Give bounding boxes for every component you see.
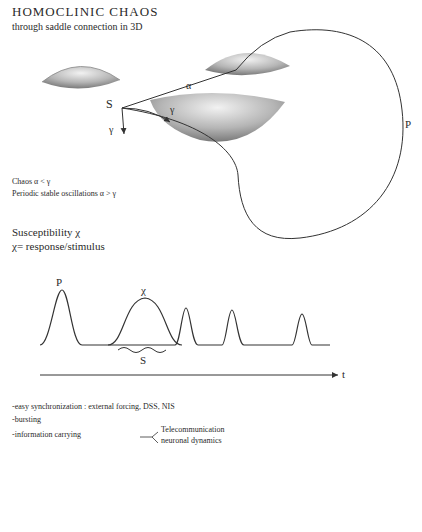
point-label: S	[106, 98, 113, 111]
title: HOMOCLINIC CHAOS	[12, 5, 158, 19]
bracket	[140, 432, 158, 443]
note: -bursting	[12, 416, 41, 425]
axis-label: t	[342, 368, 345, 380]
trace-label: χ	[141, 284, 146, 296]
manifold-bowl	[150, 93, 285, 142]
homoclinic-orbit	[122, 30, 403, 239]
orbit-label: P	[405, 118, 411, 130]
heading: Susceptibility χ	[12, 226, 80, 238]
stable-direction	[122, 108, 170, 122]
subtitle: through saddle connection in 3D	[12, 21, 143, 32]
susceptibility-trace	[108, 298, 182, 345]
angle-label: γ	[109, 124, 113, 135]
trace-label: P	[56, 276, 62, 288]
bowl-rim	[42, 66, 120, 82]
note: -information carrying	[12, 431, 81, 440]
angle-label: α	[186, 80, 191, 91]
formula: χ= response/stimulus	[12, 240, 105, 252]
saddle-trace	[118, 348, 166, 353]
signal-trace	[40, 290, 330, 345]
note: Periodic stable oscillations α > γ	[12, 190, 116, 199]
time-axis	[40, 375, 338, 376]
note: neuronal dynamics	[161, 437, 222, 446]
note: Chaos α < γ	[12, 178, 50, 187]
manifold-bowl	[42, 66, 120, 88]
note: Telecommunication	[161, 426, 224, 435]
angle-label: γ	[170, 104, 174, 115]
trace-label: S	[140, 354, 146, 366]
unstable-direction	[122, 70, 236, 108]
note: -easy synchronization : external forcing…	[12, 403, 175, 412]
stable-direction	[122, 108, 124, 134]
manifold-bowl	[205, 53, 290, 75]
